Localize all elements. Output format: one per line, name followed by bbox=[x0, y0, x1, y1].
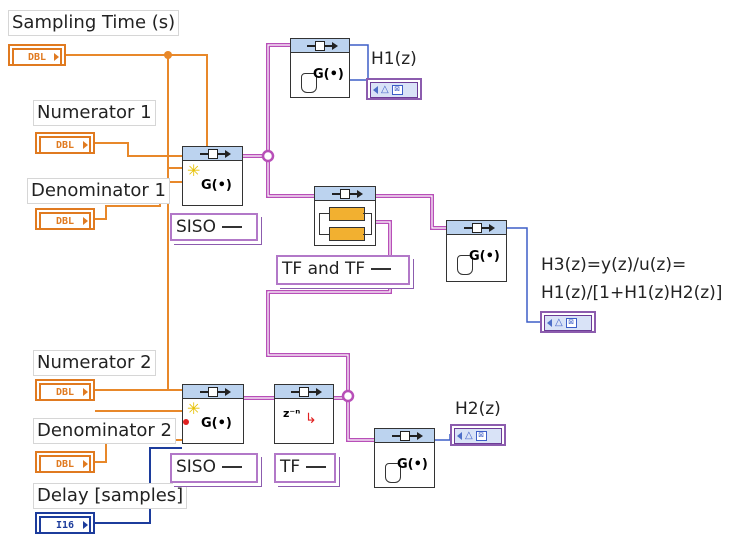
i16-type-label: I16 bbox=[55, 519, 75, 531]
g-function-label: G(•) bbox=[201, 416, 232, 431]
dbl-type-label: DBL bbox=[55, 458, 75, 470]
tf-and-tf-selector[interactable]: TF and TF bbox=[276, 255, 410, 285]
construct-tf-vi-2[interactable]: ✳ G(•) bbox=[182, 384, 244, 444]
dash-icon bbox=[221, 226, 242, 228]
dbl-type-label: DBL bbox=[55, 139, 75, 151]
box-icon: ⊠ bbox=[565, 318, 577, 328]
control-arrow-icon bbox=[83, 388, 88, 396]
siso-selector-1[interactable]: SISO bbox=[170, 213, 258, 241]
selector-label: SISO bbox=[176, 457, 216, 477]
g-function-label: G(•) bbox=[313, 67, 344, 82]
construct-star-icon: ✳ bbox=[187, 399, 201, 418]
indicator-arrow-icon bbox=[547, 319, 552, 327]
construct-star-icon: ✳ bbox=[187, 161, 201, 180]
indicator-arrow-icon bbox=[373, 86, 378, 94]
denominator2-control[interactable]: DBL bbox=[35, 451, 95, 473]
box-icon: ⊠ bbox=[391, 85, 403, 95]
dash-icon bbox=[221, 466, 242, 468]
indicator-arrow-icon bbox=[457, 432, 462, 440]
dbl-type-label: DBL bbox=[27, 51, 47, 63]
h1-label: H1(z) bbox=[371, 49, 417, 69]
control-arrow-icon bbox=[83, 217, 88, 225]
delta-icon: △ bbox=[555, 317, 563, 328]
numerator1-label: Numerator 1 bbox=[33, 100, 156, 126]
z-power-label: z⁻ⁿ bbox=[283, 407, 301, 420]
box-icon: ⊠ bbox=[475, 431, 487, 441]
delay-arrow-icon: ↳ bbox=[305, 411, 317, 427]
h3-label-line2: H1(z)/[1+H1(z)H2(z)] bbox=[541, 283, 723, 303]
dbl-type-label: DBL bbox=[55, 386, 75, 398]
h2-indicator[interactable]: △⊠ bbox=[450, 424, 506, 446]
siso-selector-2[interactable]: SISO bbox=[170, 453, 258, 483]
hand-icon bbox=[301, 73, 317, 93]
delta-icon: △ bbox=[381, 84, 389, 95]
numerator2-label: Numerator 2 bbox=[33, 350, 156, 376]
construct-tf-vi-1[interactable]: ✳ G(•) bbox=[182, 146, 243, 206]
g-function-label: G(•) bbox=[397, 457, 428, 472]
dash-icon bbox=[371, 268, 392, 270]
dbl-wires bbox=[66, 54, 208, 463]
denominator1-label: Denominator 1 bbox=[27, 178, 170, 204]
convert-h1-vi[interactable]: G(•) bbox=[290, 38, 350, 98]
delta-icon: △ bbox=[465, 430, 473, 441]
hand-icon bbox=[457, 255, 473, 275]
h3-indicator[interactable]: △⊠ bbox=[540, 311, 596, 333]
convert-h3-vi[interactable]: G(•) bbox=[446, 220, 507, 282]
wire-junction bbox=[261, 149, 275, 163]
sampling-time-label: Sampling Time (s) bbox=[8, 10, 180, 36]
feedback-vi[interactable] bbox=[314, 186, 376, 246]
selector-label: TF bbox=[280, 457, 301, 477]
denominator1-control[interactable]: DBL bbox=[35, 208, 95, 230]
h3-label-line1: H3(z)=y(z)/u(z)= bbox=[541, 255, 687, 275]
control-arrow-icon bbox=[83, 460, 88, 468]
selector-label: TF and TF bbox=[282, 259, 366, 279]
dbl-type-label: DBL bbox=[55, 215, 75, 227]
convert-h2-vi[interactable]: G(•) bbox=[374, 428, 435, 488]
delay-control[interactable]: I16 bbox=[35, 512, 95, 534]
selector-label: SISO bbox=[176, 217, 216, 237]
delay-vi[interactable]: z⁻ⁿ ↳ bbox=[274, 384, 334, 444]
hand-icon bbox=[385, 463, 401, 483]
h2-label: H2(z) bbox=[455, 399, 501, 419]
g-function-label: G(•) bbox=[201, 178, 232, 193]
dash-icon bbox=[306, 466, 327, 468]
control-arrow-icon bbox=[54, 53, 59, 61]
delay-label: Delay [samples] bbox=[33, 483, 188, 509]
g-function-label: G(•) bbox=[469, 249, 500, 264]
wire-junction bbox=[341, 389, 355, 403]
control-arrow-icon bbox=[83, 521, 88, 529]
feedback-icon bbox=[315, 201, 375, 245]
wire-junction bbox=[164, 51, 172, 59]
sampling-time-control[interactable]: DBL bbox=[8, 44, 66, 66]
error-dot-icon bbox=[183, 419, 189, 425]
tf-selector[interactable]: TF bbox=[274, 453, 336, 483]
h1-indicator[interactable]: △⊠ bbox=[366, 78, 422, 100]
numerator2-control[interactable]: DBL bbox=[35, 379, 95, 401]
numerator1-control[interactable]: DBL bbox=[35, 132, 95, 154]
output-wires bbox=[350, 44, 540, 441]
control-arrow-icon bbox=[83, 141, 88, 149]
denominator2-label: Denominator 2 bbox=[33, 418, 176, 444]
